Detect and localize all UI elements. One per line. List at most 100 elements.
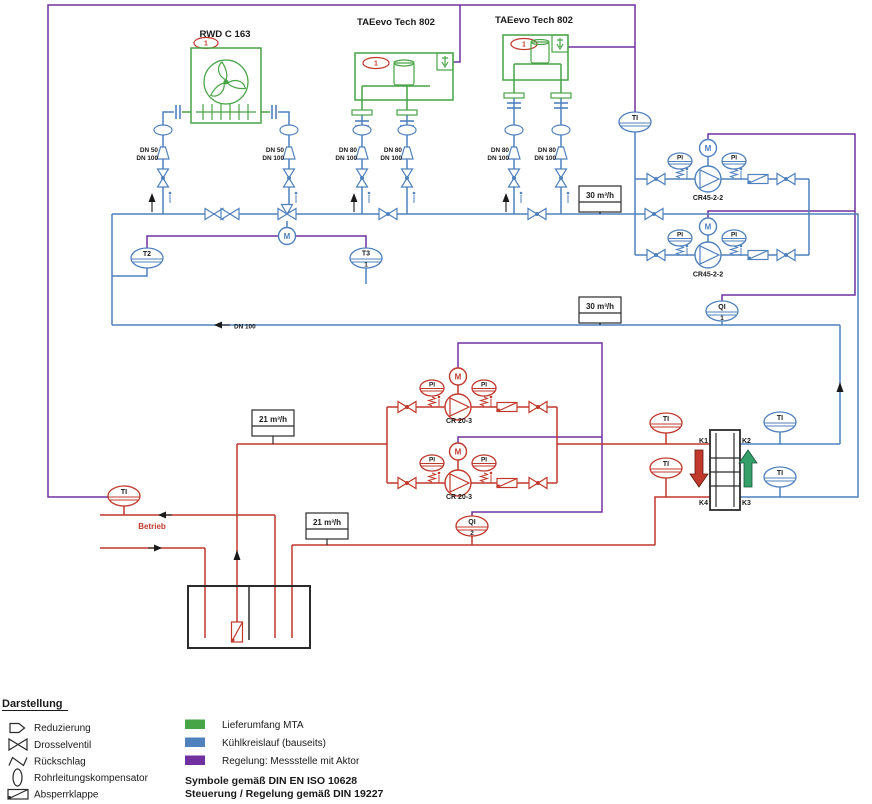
throttle-valve-legend-icon [8,738,28,751]
pi-label: PI [481,457,487,464]
compressor-icon [530,41,550,64]
pump-label-cr20-1: CR 20-3 [446,418,472,425]
dn-label: DN 80 [491,147,510,154]
compensator-icon [153,124,173,136]
drain-tick-icon [739,167,743,180]
chiller1-label: TAEevo Tech 802 [357,17,435,28]
drain-tick-icon [367,191,371,204]
motor-m: M [455,448,462,457]
shutoff-flap-legend-icon [7,788,29,800]
hx-port-k3: K3 [742,500,751,507]
reducer-icon [355,146,369,160]
legend-swatch-green [185,719,205,729]
warm-water-circuit [100,36,710,643]
power-box-icon [551,34,569,53]
pump-outlet-valve-icon [777,250,795,261]
betrieb-return-pipe [100,514,276,638]
reducer-icon [400,146,414,160]
qi2-number: 2 [470,530,474,537]
shutoff-valve-icon [402,169,413,187]
pump-outlet-valve-icon [529,478,547,489]
flow-30-label: 30 m³/h [586,302,614,311]
shutoff-valve-icon [357,169,368,187]
t2-stub-pipe [112,268,148,277]
pump-label-cr45-2: CR45-2-2 [693,272,723,279]
shutoff-flap-icon [747,249,769,261]
hx-port-k4: K4 [699,500,708,507]
legend-note: Steuerung / Regelung gemäß DIN 19227 [185,788,384,800]
pump-cr20-1-icon [444,393,472,421]
dn-label: DN 100 [136,155,158,162]
pi-label: PI [481,382,487,389]
pi-label: PI [731,155,737,162]
legend-color-label: Lieferumfang MTA [222,720,304,731]
cr20-suction-pipe [236,407,388,622]
pump-inlet-valve-icon [647,174,665,185]
reducer-icon [156,146,170,160]
flex-joint-icon [175,104,181,120]
motor-m: M [455,373,462,382]
shutoff-valve-icon [284,169,295,187]
t3-number: 1 [364,262,368,269]
dn-label: DN 80 [538,147,557,154]
control-line-cr45-pump2 [707,210,855,218]
branch-pipes [162,98,562,214]
control-line-mixing-valve [146,235,367,248]
drain-tick-icon [168,191,172,204]
shutoff-valve-icon [509,169,520,187]
motor-m: M [284,232,291,241]
reducer-icon [507,146,521,160]
betrieb-supply-pipe [100,547,206,638]
header-valve-icon [528,209,546,220]
chiller2-label: TAEevo Tech 802 [495,15,573,26]
qi1-label: QI [718,304,725,311]
compressor-icon [393,62,415,86]
header-valve-icon [645,209,663,220]
flange-icon [351,109,373,116]
power-box-icon [436,52,454,71]
gauge-spring-icon [730,168,738,179]
fan-icon [203,59,249,105]
dn-label: DN 50 [266,147,285,154]
flow-30-label: 30 m³/h [586,191,614,200]
dn-label: DN 80 [384,147,403,154]
flex-joint-icon [271,104,277,120]
supply-header-pipe [112,213,859,498]
legend-title: Darstellung [2,698,63,710]
flow-box-30-1 [578,185,622,214]
dn-label: DN 100 [262,155,284,162]
control-line-chiller1 [453,5,461,63]
legend-item-label: Absperrklappe [34,790,99,801]
drycooler-label: RWD C 163 [199,29,250,40]
gauge-spring-icon [676,168,684,179]
drain-tick-icon [412,191,416,204]
flange-valve-icon [220,207,240,221]
legend-item-label: Rohrleitungskompensator [34,773,149,784]
diagram-labels: RWD C 163 TAEevo Tech 802 TAEevo Tech 80… [121,15,783,537]
three-way-valve [277,203,297,246]
dn-label: DN 80 [339,147,358,154]
drycooler-unit [182,47,270,124]
tag-text: 1 [374,61,378,68]
ti-label: TI [663,416,669,423]
gauge-spring-icon [676,245,684,256]
control-line-cr20-pump1 [457,342,603,518]
gauge-spring-icon [428,396,436,407]
flange-icon [396,109,418,116]
pump-label-cr20-2: CR 20-3 [446,494,472,501]
qi2-label: QI [468,519,475,526]
legend-swatch-blue [185,737,205,747]
tag-oval-chiller1 [362,56,390,70]
gauge-spring-icon [480,396,488,407]
hx-arrow-up-icon [738,449,758,488]
compensator-legend-icon [12,768,23,787]
legend-item-label: Rückschlag [34,757,86,768]
dn-label: DN 100 [380,155,402,162]
control-line-main [47,4,636,498]
pump-outlet-valve-icon [777,174,795,185]
compensator-icon [397,124,417,136]
drain-tick-icon [437,471,441,484]
k4-return-pipe [291,496,710,638]
